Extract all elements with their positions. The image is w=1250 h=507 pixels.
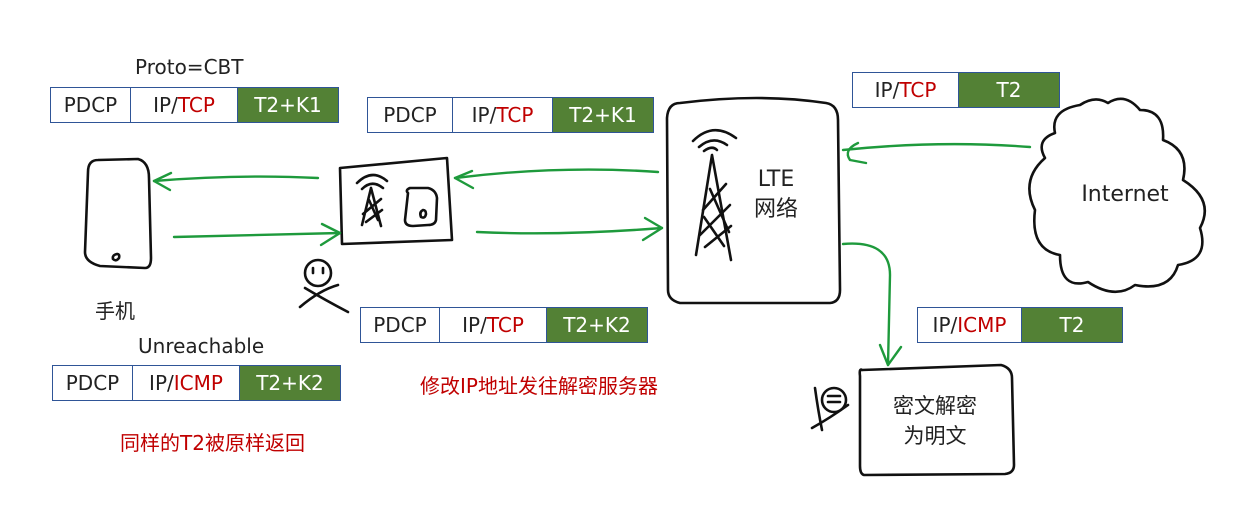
ip-header-cell: IP/TCP — [852, 72, 959, 108]
payload-cell: T2+K2 — [547, 307, 648, 343]
ip-header-cell: IP/TCP — [440, 307, 547, 343]
packet-modified-relay: PDCP IP/TCP T2+K2 — [360, 307, 648, 343]
protocol-name: TCP — [177, 93, 215, 117]
cloud-icon — [1028, 97, 1206, 294]
decryption-server-icon — [858, 363, 1016, 477]
lte-label-line1: LTE — [757, 167, 795, 192]
payload-cell: T2+K1 — [238, 87, 339, 123]
arrow-phone-to-relay — [172, 222, 342, 247]
decrypt-label-line1: 密文解密 — [893, 394, 977, 418]
ip-prefix: IP/ — [471, 103, 497, 127]
payload-cell: T2+K1 — [553, 97, 654, 133]
attacker-icon — [810, 386, 850, 432]
arrow-lte-to-decrypt-server — [841, 242, 903, 367]
protocol-name: TCP — [496, 103, 534, 127]
ip-header-cell: IP/TCP — [131, 87, 238, 123]
packet-uplink-relay: PDCP IP/TCP T2+K1 — [367, 97, 654, 133]
ip-prefix: IP/ — [153, 93, 178, 117]
packet-icmp-return: PDCP IP/ICMP T2+K2 — [52, 365, 341, 401]
decrypt-server-label: 密文解密 为明文 — [880, 391, 990, 451]
proto-cbt-label: Proto=CBT — [135, 55, 244, 79]
arrow-lte-to-relay — [453, 168, 660, 190]
smartphone-icon — [83, 157, 153, 270]
lte-label-line2: 网络 — [753, 197, 798, 222]
protocol-name: TCP — [899, 78, 937, 102]
packet-internet-in: IP/TCP T2 — [852, 72, 1060, 108]
ip-prefix: IP/ — [149, 371, 174, 395]
pdcp-header-cell: PDCP — [52, 365, 133, 401]
protocol-name: TCP — [486, 313, 524, 337]
attacker-icon — [298, 258, 350, 314]
ip-prefix: IP/ — [932, 313, 958, 337]
payload-cell: T2 — [1022, 307, 1123, 343]
pdcp-header-cell: PDCP — [360, 307, 440, 343]
internet-label: Internet — [1081, 182, 1169, 207]
arrow-relay-to-lte — [475, 216, 664, 242]
modify-ip-note: 修改IP地址发往解密服务器 — [420, 374, 658, 398]
ip-header-cell: IP/ICMP — [133, 365, 240, 401]
packet-to-decrypt-server: IP/ICMP T2 — [917, 307, 1123, 343]
payload-cell: T2+K2 — [240, 365, 341, 401]
cell-tower-icon — [665, 96, 842, 305]
packet-uplink-phone: PDCP IP/TCP T2+K1 — [50, 87, 339, 123]
unreachable-label: Unreachable — [138, 334, 265, 358]
phone-home-button — [111, 252, 121, 262]
ip-header-cell: IP/ICMP — [917, 307, 1022, 343]
arrow-relay-to-phone — [152, 171, 320, 192]
payload-cell: T2 — [959, 72, 1060, 108]
lte-network-label: LTE 网络 — [748, 165, 804, 225]
phone-label: 手机 — [95, 299, 135, 323]
protocol-name: ICMP — [173, 371, 223, 395]
ip-header-cell: IP/TCP — [453, 97, 553, 133]
ip-prefix: IP/ — [462, 313, 487, 337]
decrypt-label-line2: 为明文 — [903, 424, 967, 448]
malicious-relay-icon — [338, 156, 454, 246]
ip-prefix: IP/ — [874, 78, 900, 102]
same-t2-returned-note: 同样的T2被原样返回 — [120, 431, 305, 455]
protocol-name: ICMP — [957, 313, 1007, 337]
pdcp-header-cell: PDCP — [50, 87, 131, 123]
arrow-internet-to-lte — [841, 141, 1032, 165]
pdcp-header-cell: PDCP — [367, 97, 453, 133]
